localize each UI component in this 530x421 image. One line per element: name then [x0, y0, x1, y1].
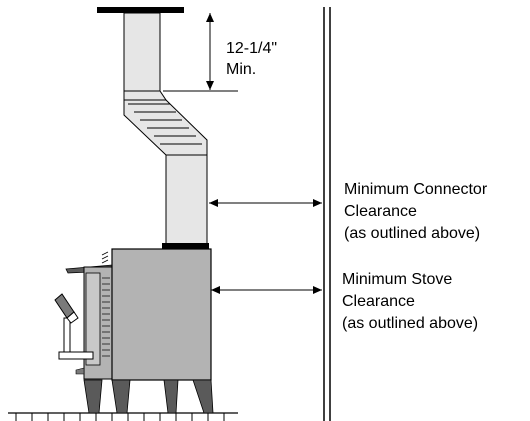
stove-clearance-line2: Clearance [342, 293, 415, 310]
stove-pipe [123, 12, 208, 245]
air-control-knob [75, 367, 85, 375]
connector-clearance-arrow [209, 199, 322, 207]
floor-hearth [8, 412, 238, 421]
pipe-upper-section [123, 12, 161, 92]
dimension-label-min: Min. [226, 61, 257, 78]
stove-clearance-arrow [211, 286, 322, 294]
stove-leg-front-left [83, 379, 103, 414]
stove-clearance-line3: (as outlined above) [342, 315, 479, 332]
damper-handle [54, 293, 79, 324]
wood-stove [54, 243, 214, 414]
flue-collar [162, 243, 209, 249]
stove-clearance-line1: Minimum Stove [342, 271, 453, 288]
pipe-elbow-top [123, 90, 167, 101]
pipe-lower-section [165, 154, 208, 245]
connector-clearance-line1: Minimum Connector [344, 181, 488, 198]
dimension-marker [163, 13, 238, 92]
stove-door [85, 272, 101, 366]
ash-tray-shelf [58, 351, 94, 360]
connector-clearance-line2: Clearance [344, 203, 417, 220]
stove-leg-rear-right [192, 379, 214, 414]
stove-leg-front-right [111, 379, 131, 414]
ceiling-plate [97, 7, 184, 13]
door-handle-left [63, 317, 71, 355]
connector-clearance-line3: (as outlined above) [344, 225, 481, 242]
dimension-label-value: 12-1/4" [226, 40, 278, 57]
wall [323, 7, 331, 421]
stove-leg-rear-left [163, 379, 179, 414]
stove-body [111, 248, 212, 381]
